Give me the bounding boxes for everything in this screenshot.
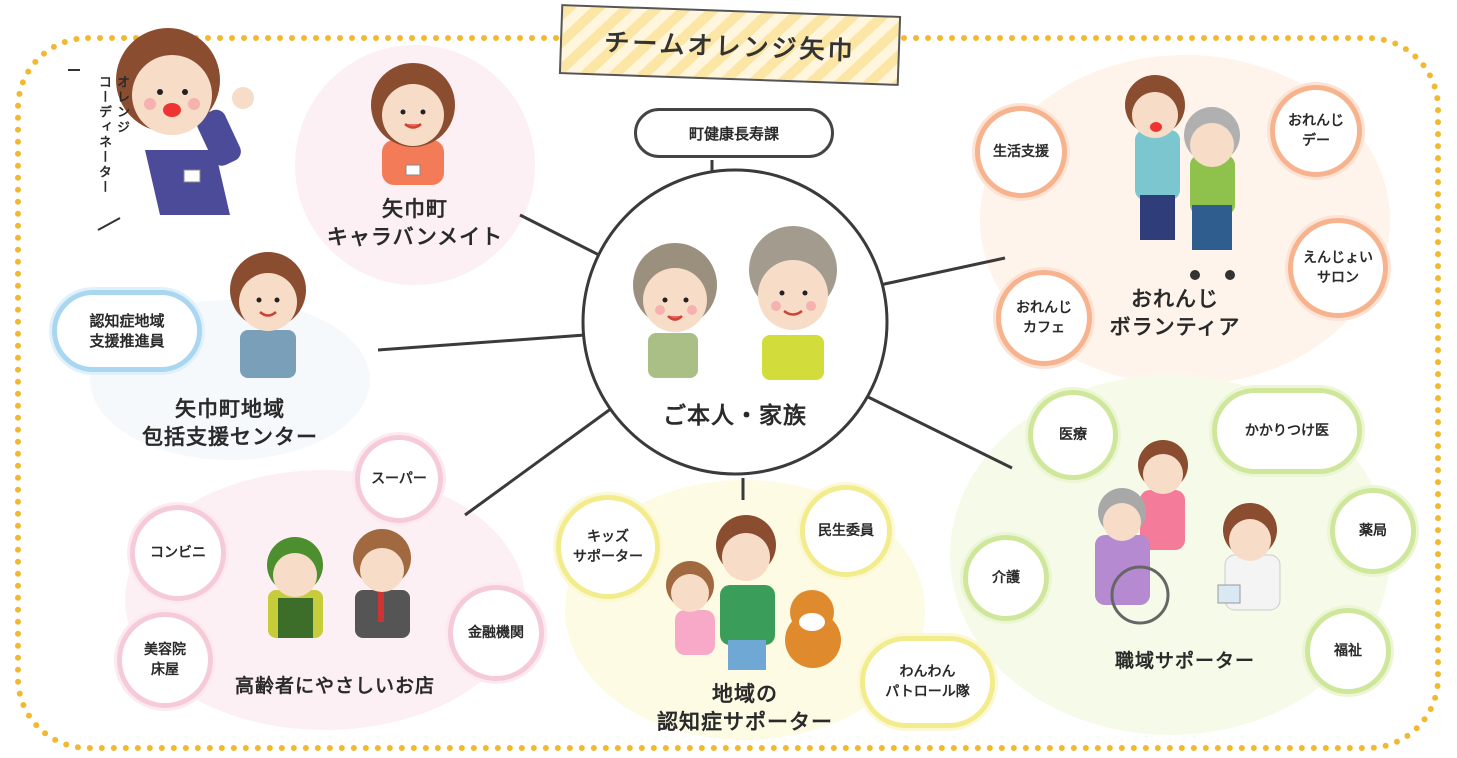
center-label: ご本人・家族 (663, 403, 807, 429)
workplace-label: 職域サポーター (1114, 650, 1255, 672)
volunteer-label: おれんじ ボランティア (1109, 287, 1241, 339)
workplace-item-fukushi: 福祉 (1305, 608, 1391, 694)
shop-item-kinyu: 金融機関 (448, 585, 544, 681)
volunteer-item-orange-day: おれんじ デー (1270, 85, 1362, 177)
division-pill: 町健康長寿課 (634, 108, 834, 158)
community-illustration (666, 515, 841, 670)
coord-bracket-bottom (97, 217, 121, 231)
shop-illustration (267, 529, 411, 638)
workplace-item-kakaritsuke: かかりつけ医 (1212, 388, 1362, 474)
promoter-bubble: 認知症地域 支援推進員 (52, 290, 202, 372)
shop-item-super: スーパー (355, 435, 443, 523)
banner-title: チームオレンジ矢巾 (603, 27, 857, 66)
community-item-kids: キッズ サポーター (556, 495, 660, 599)
caravan-mate-illustration (371, 63, 455, 185)
coordinator-illustration (116, 28, 254, 215)
support-center-label: 矢巾町地域 包括支援センター (142, 397, 318, 449)
shop-label: 高齢者にやさしいお店 (234, 675, 435, 697)
community-item-wanwan: わんわん パトロール隊 (860, 636, 995, 728)
banner: チームオレンジ矢巾 (558, 4, 902, 86)
volunteer-item-seikatsu: 生活支援 (975, 106, 1067, 198)
grandmother-illustration (633, 243, 717, 378)
dotted-frame (15, 35, 1441, 751)
workplace-item-yakkyoku: 薬局 (1330, 488, 1416, 574)
coordinator-label: オレンジ コーディネーター (96, 75, 129, 195)
promoter-illustration (230, 252, 306, 378)
community-item-minsei: 民生委員 (800, 485, 892, 577)
grandfather-illustration (749, 226, 837, 380)
volunteer-item-orange-cafe: おれんじ カフェ (996, 270, 1092, 366)
workplace-item-iryo: 医療 (1028, 390, 1118, 480)
caravan-mate-label: 矢巾町 キャラバンメイト (326, 197, 504, 249)
workplace-item-kaigo: 介護 (963, 535, 1049, 621)
workplace-illustration (1095, 440, 1281, 625)
community-label: 地域の 認知症サポーター (657, 682, 833, 734)
shop-item-biyoin: 美容院 床屋 (117, 612, 213, 708)
volunteer-item-enjoy-salon: えんじょい サロン (1288, 218, 1388, 318)
volunteer-illustration (1125, 75, 1240, 280)
shop-bg (125, 470, 525, 730)
shop-item-konbini: コンビニ (130, 505, 226, 601)
